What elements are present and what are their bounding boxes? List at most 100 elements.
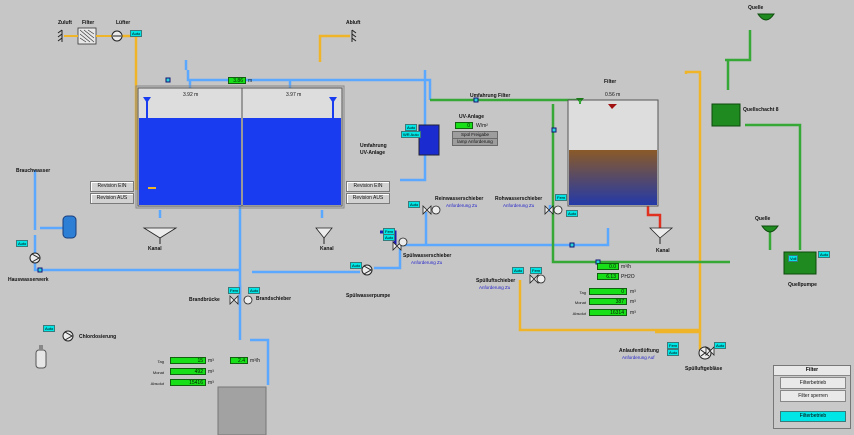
- counter-left-tag-label: Tag: [157, 359, 164, 364]
- tank-frame: [135, 85, 345, 209]
- filter-media: [569, 150, 657, 205]
- valve-actuators: [243, 205, 563, 305]
- label-umfahrung-uv-2: UV-Anlage: [360, 150, 386, 156]
- label-quelle-top: Quelle: [748, 5, 764, 11]
- spuelwasserschieber-auto-tag: Auto: [383, 234, 396, 241]
- counter-left-monat-label: Monat: [152, 370, 164, 375]
- label-filter-air: Filter: [82, 20, 95, 26]
- brandschieber-fern-tag: Fern: [228, 287, 241, 294]
- anlauf-auto-tag: Auto: [667, 349, 680, 356]
- reinwasser-auto-tag: Auto: [408, 201, 421, 208]
- revision-ein-right-button[interactable]: Revision EIN: [346, 181, 390, 192]
- counter-right-tag-unit: m³: [630, 289, 636, 295]
- revision-aus-left-button[interactable]: Revision AUS: [90, 193, 134, 204]
- uv-auto-tag: Auto: [405, 124, 418, 131]
- filter-element-icon: [77, 27, 97, 45]
- quelle-top-icon: [757, 13, 775, 21]
- quellpumpe-voll-tag: Voll: [788, 255, 799, 262]
- reinwasserschieber-anforderung: Anforderung Zu: [446, 203, 478, 208]
- reservoir-building: [217, 386, 267, 435]
- quellpumpe-auto-tag: Auto: [818, 251, 831, 258]
- abluft-outlet-icon: [351, 29, 357, 42]
- counter-right-monat: 387: [589, 298, 627, 305]
- filter-level: 0.56 m: [605, 92, 621, 98]
- label-brandbruecke: Brandbrücke: [189, 297, 220, 303]
- uv-value: 0: [455, 122, 473, 129]
- luefter-fan-icon: [111, 30, 123, 42]
- label-filter-tank: Filter: [604, 79, 617, 85]
- label-reinwasserschieber: Reinwasserschieber: [435, 196, 484, 202]
- spuelluftgeblaese-icon: [698, 346, 712, 360]
- label-anlaufentlueftung: Anlaufentlüftung: [619, 348, 659, 354]
- hauswasserwerk-auto-tag: Auto: [16, 240, 29, 247]
- label-kanal-right: Kanal: [656, 248, 670, 254]
- label-spuelwasserpumpe: Spülwasserpumpe: [346, 293, 391, 299]
- counter-right-absolut: 16314: [589, 309, 627, 316]
- label-luefter: Lüfter: [116, 20, 131, 26]
- filter-control-panel: Filter Filterbetrieb Filter sperren Filt…: [773, 365, 851, 429]
- rohwasserschieber-anforderung: Anforderung Zu: [503, 203, 535, 208]
- filter-sperren-button[interactable]: Filter sperren: [780, 390, 846, 402]
- label-rohwasserschieber: Rohwasserschieber: [495, 196, 543, 202]
- quellschacht: [711, 103, 741, 127]
- flow-unit: m³/h: [621, 264, 631, 270]
- label-quellpumpe: Quellpumpe: [788, 282, 817, 288]
- filterbetrieb-button[interactable]: Filterbetrieb: [780, 377, 846, 389]
- anlaufentlueftung-anforderung: Anforderung Auf: [622, 355, 655, 360]
- spuelwasserpumpe-auto-tag: Auto: [350, 262, 363, 269]
- quelle-mid-icon: [761, 225, 779, 233]
- chlordosierung-pump-icon: [62, 330, 74, 342]
- rohwasser-fern-tag: Fern: [555, 194, 568, 201]
- uv-unit: [418, 124, 440, 156]
- counter-right-monat-label: Monat: [574, 300, 586, 305]
- label-quellschacht: Quellschacht 8: [743, 107, 779, 113]
- pressure-value: 6.13: [597, 273, 619, 280]
- label-uv-anlage: UV-Anlage: [459, 114, 485, 120]
- hauswasserwerk-pump-icon: [29, 252, 41, 264]
- kanal-funnels: [142, 227, 674, 239]
- spuelwasserschieber-anforderung: Anforderung Zu: [411, 260, 443, 265]
- counter-left-tag: 15: [170, 357, 206, 364]
- flow-value: 0.0: [597, 263, 619, 270]
- counter-right-tag-label: Tag: [579, 290, 586, 295]
- zuluft-inlet-icon: [57, 29, 63, 42]
- spuelluftschieber-anforderung: Anforderung Zu: [479, 285, 511, 290]
- uv-wr-auto-tag: WR Auto: [401, 131, 421, 138]
- label-spuelluftgeblaese: Spülluftgebläse: [685, 366, 723, 372]
- label-zuluft: Zuluft: [58, 20, 72, 26]
- counter-left-absolut-label: Absolut: [150, 381, 164, 386]
- counter-left-monat-unit: m³: [208, 369, 214, 375]
- spuelwasserpumpe-icon: [361, 264, 373, 276]
- revision-aus-right-button[interactable]: Revision AUS: [346, 193, 390, 204]
- label-umfahrung-filter: Umfahrung Filter: [470, 93, 511, 99]
- brandschieber-auto-tag: Auto: [248, 287, 261, 294]
- spuelluft-auto-tag: Auto: [512, 267, 525, 274]
- tank-1-water: [139, 118, 241, 205]
- label-brauchwasser: Brauchwasser: [16, 168, 51, 174]
- label-chlordosierung: Chlordosierung: [79, 334, 117, 340]
- counter-right-absolut-label: Absolut: [572, 311, 586, 316]
- chlor-tank-icon: [35, 345, 47, 369]
- label-spuelluftschieber: Spülluftschieber: [476, 278, 516, 284]
- level-value-top: 3.86: [228, 77, 246, 84]
- counter-left-monat: 492: [170, 368, 206, 375]
- label-umfahrung-uv-1: Umfahrung: [360, 143, 387, 149]
- rohwasser-auto-tag: Auto: [566, 210, 579, 217]
- counter-left-absolut-unit: m³: [208, 380, 214, 386]
- uv-unit: W/m²: [476, 123, 488, 129]
- valve-icons: [229, 205, 715, 356]
- pressure-tank-icon: [62, 215, 77, 239]
- label-kanal-left: Kanal: [148, 246, 162, 252]
- label-abluft: Abluft: [346, 20, 361, 26]
- counter-right-monat-unit: m³: [630, 299, 636, 305]
- revision-ein-left-button[interactable]: Revision EIN: [90, 181, 134, 192]
- label-quelle-mid: Quelle: [755, 216, 771, 222]
- counter-right-tag: 0: [589, 288, 627, 295]
- luefter-auto-tag: Auto: [130, 30, 143, 37]
- label-spuelwasserschieber: Spülwasserschieber: [403, 253, 452, 259]
- label-kanal-mid: Kanal: [320, 246, 334, 252]
- counter-left-absolut: 15416: [170, 379, 206, 386]
- label-brandschieber: Brandschieber: [256, 296, 292, 302]
- counter-left-tag-unit: m³: [208, 358, 214, 364]
- filter-panel-title: Filter: [774, 366, 850, 376]
